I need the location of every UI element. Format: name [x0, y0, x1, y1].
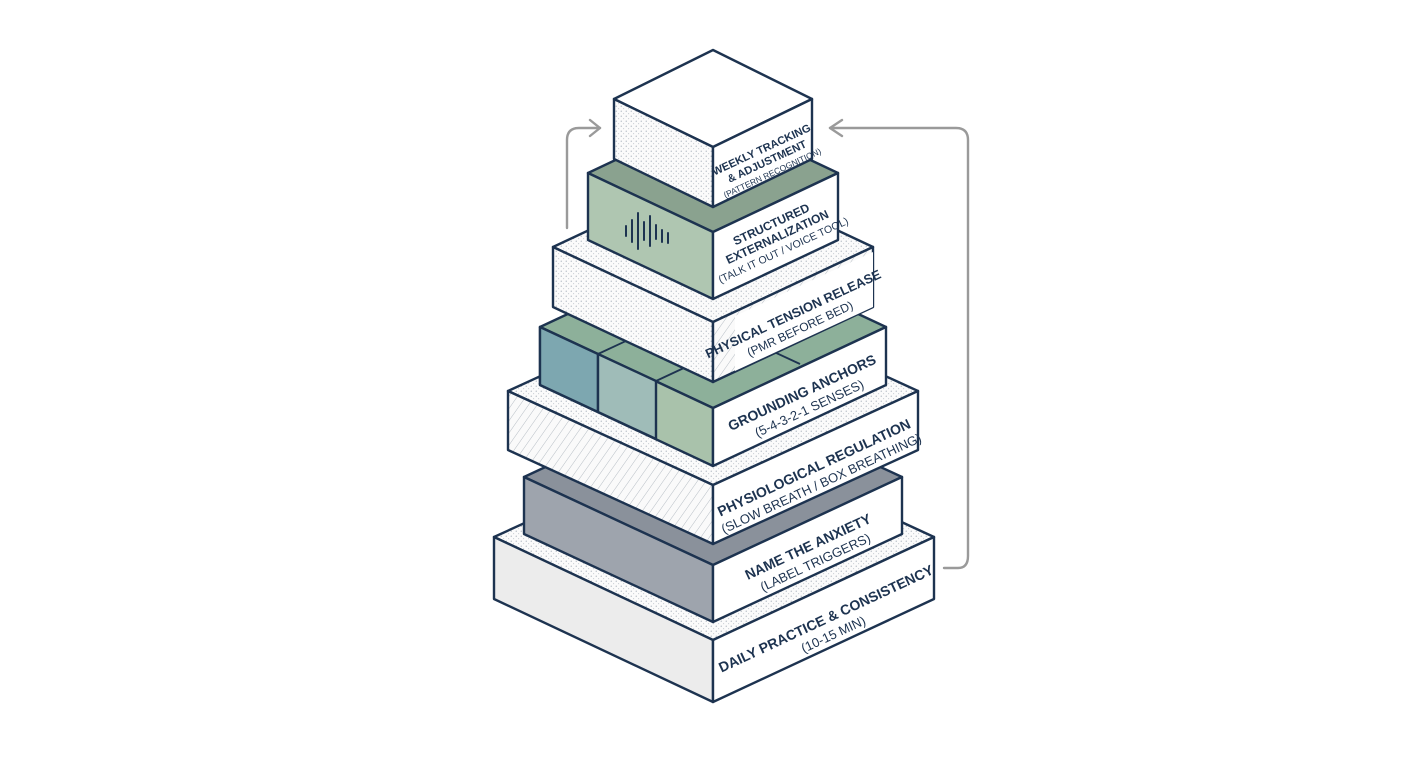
sound-wave-icon [625, 212, 669, 250]
feedback-arrow-left [565, 118, 602, 230]
feedback-arrow-right [828, 118, 970, 570]
layer-weekly-tracking [612, 48, 814, 209]
